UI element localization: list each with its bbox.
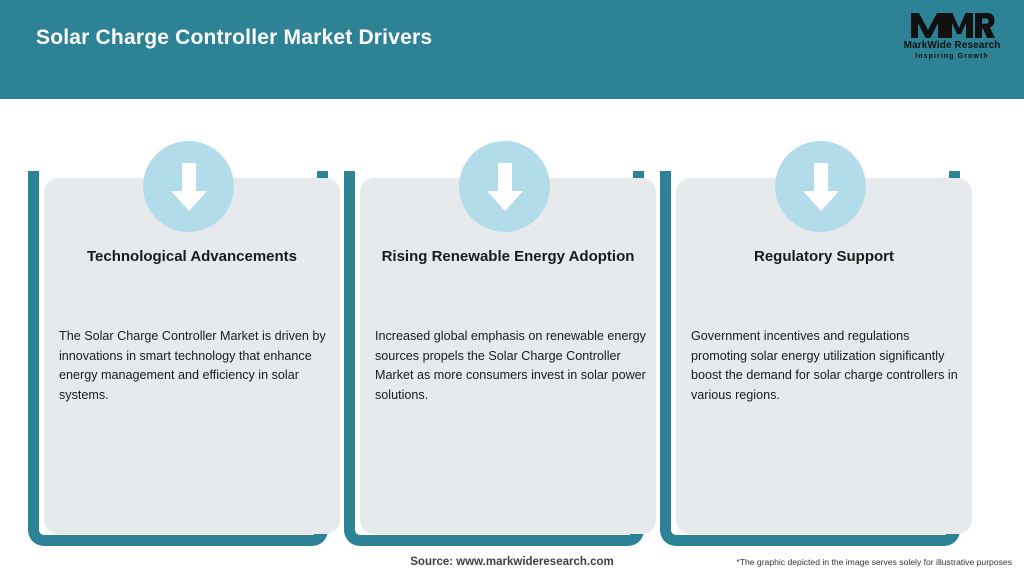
source-label: Source: www.markwideresearch.com: [410, 556, 614, 568]
mwr-monogram-icon: [911, 13, 995, 38]
arrow-down-glyph: [486, 162, 523, 211]
card-body-text: Increased global emphasis on renewable e…: [375, 329, 646, 402]
arrow-down-icon: [775, 141, 866, 232]
card-title: Regulatory Support: [753, 248, 894, 265]
header-bar: Solar Charge Controller Market Drivers M…: [0, 0, 1024, 99]
arrow-down-icon: [459, 141, 550, 232]
driver-card-3: Regulatory Support Government incentives…: [660, 99, 976, 547]
logo-tagline: Inspiring Growth: [915, 53, 989, 60]
page-title: Solar Charge Controller Market Drivers: [36, 26, 433, 49]
logo-company-name: MarkWide Research: [903, 40, 1001, 51]
card-panel: [44, 178, 340, 534]
card-panel: [360, 178, 656, 534]
company-logo: MarkWide Research Inspiring Growth: [900, 10, 1004, 68]
arrow-down-glyph: [802, 162, 839, 211]
driver-card-1: Technological Advancements The Solar Cha…: [28, 99, 344, 547]
driver-card-2: Rising Renewable Energy Adoption Increas…: [344, 99, 660, 547]
arrow-down-icon: [143, 141, 234, 232]
card-title: Rising Renewable Energy Adoption: [381, 248, 635, 265]
disclaimer-note: *The graphic depicted in the image serve…: [736, 557, 1012, 567]
card-body-text: The Solar Charge Controller Market is dr…: [59, 329, 326, 402]
card-body-text: Government incentives and regulations pr…: [691, 329, 958, 402]
driver-cards-container: Technological Advancements The Solar Cha…: [0, 99, 1024, 546]
arrow-down-glyph: [170, 162, 207, 211]
card-title: Technological Advancements: [86, 248, 298, 265]
card-panel: [676, 178, 972, 534]
